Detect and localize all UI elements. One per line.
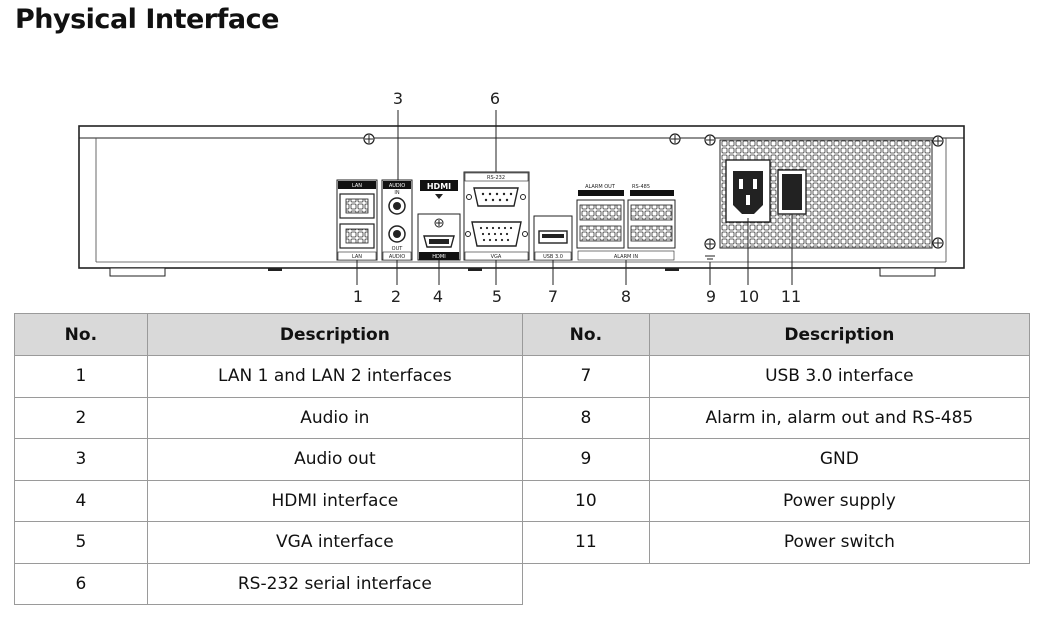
row-no: 1 bbox=[14, 355, 148, 398]
lan-top-label: LAN bbox=[352, 183, 362, 189]
row-description: LAN 1 and LAN 2 interfaces bbox=[146, 355, 524, 398]
row-no: 10 bbox=[522, 479, 650, 522]
row-no: 5 bbox=[14, 521, 148, 564]
row-description: Power supply bbox=[648, 479, 1031, 522]
table-header-row: No. Description bbox=[522, 313, 1031, 356]
alarm-out-label: ALARM OUT bbox=[585, 184, 616, 190]
usb-label: USB 3.0 bbox=[543, 254, 563, 260]
alarm-terminals: ALARM OUT RS-485 ALARM IN bbox=[576, 184, 676, 261]
row-description: VGA interface bbox=[146, 521, 524, 564]
power-area bbox=[719, 139, 933, 249]
rs485-label: RS-485 bbox=[632, 184, 650, 190]
callout-lines bbox=[356, 110, 793, 285]
audio-in-label: AUDIO bbox=[389, 183, 405, 189]
screw-icon bbox=[669, 133, 681, 145]
rs232-vga-ports: RS-232 VGA bbox=[463, 171, 530, 261]
empty-cell bbox=[649, 563, 1029, 604]
header-description: Description bbox=[648, 313, 1031, 356]
row-description: USB 3.0 interface bbox=[648, 355, 1031, 398]
row-description: RS-232 serial interface bbox=[146, 562, 524, 605]
callout-8: 8 bbox=[621, 287, 631, 306]
callout-5: 5 bbox=[492, 287, 502, 306]
audio-in-sub: IN bbox=[394, 190, 399, 196]
table-row-empty bbox=[523, 563, 1030, 604]
row-no: 9 bbox=[522, 438, 650, 481]
page-title: Physical Interface bbox=[15, 4, 279, 35]
callout-2: 2 bbox=[391, 287, 401, 306]
row-no: 7 bbox=[522, 355, 650, 398]
callout-11: 11 bbox=[781, 287, 801, 306]
row-no: 2 bbox=[14, 396, 148, 439]
row-description: GND bbox=[648, 438, 1031, 481]
callout-4: 4 bbox=[433, 287, 443, 306]
row-no: 4 bbox=[14, 479, 148, 522]
screw-icon bbox=[932, 135, 944, 147]
header-no: No. bbox=[522, 313, 650, 356]
row-no: 6 bbox=[14, 562, 148, 605]
hdmi-logo: HDMI bbox=[427, 182, 451, 191]
vga-label: VGA bbox=[491, 254, 502, 260]
row-description: Alarm in, alarm out and RS-485 bbox=[648, 396, 1031, 439]
audio-out-sub: OUT bbox=[392, 246, 404, 252]
audio-ports: AUDIO IN OUT AUDIO bbox=[381, 179, 413, 261]
rear-panel-diagram: LAN LAN AUDIO IN OUT AUDIO HDMI HDMI bbox=[78, 89, 965, 306]
hdmi-port: HDMI HDMI bbox=[417, 180, 461, 261]
row-no: 8 bbox=[522, 396, 650, 439]
callout-3: 3 bbox=[393, 89, 403, 108]
screw-icon bbox=[363, 133, 375, 145]
usb-port: USB 3.0 bbox=[533, 215, 573, 261]
table-header-row: No. Description bbox=[14, 313, 524, 356]
alarm-in-label: ALARM IN bbox=[614, 254, 639, 260]
callout-1: 1 bbox=[353, 287, 363, 306]
row-no: 11 bbox=[522, 521, 650, 564]
row-no: 3 bbox=[14, 438, 148, 481]
hdmi-label: HDMI bbox=[432, 254, 445, 260]
callout-10: 10 bbox=[739, 287, 759, 306]
row-description: Audio out bbox=[146, 438, 524, 481]
rs232-label: RS-232 bbox=[487, 175, 505, 181]
screw-icon bbox=[704, 134, 716, 146]
lan-bottom-label: LAN bbox=[352, 254, 362, 260]
screw-icon bbox=[932, 237, 944, 249]
audio-out-label: AUDIO bbox=[389, 254, 405, 260]
callout-6: 6 bbox=[490, 89, 500, 108]
row-description: HDMI interface bbox=[146, 479, 524, 522]
header-no: No. bbox=[14, 313, 148, 356]
gnd-icon bbox=[704, 238, 716, 260]
empty-cell bbox=[523, 563, 650, 604]
callout-9: 9 bbox=[706, 287, 716, 306]
callout-7: 7 bbox=[548, 287, 558, 306]
row-description: Audio in bbox=[146, 396, 524, 439]
row-description: Power switch bbox=[648, 521, 1031, 564]
lan-ports: LAN LAN bbox=[336, 179, 378, 261]
header-description: Description bbox=[146, 313, 524, 356]
